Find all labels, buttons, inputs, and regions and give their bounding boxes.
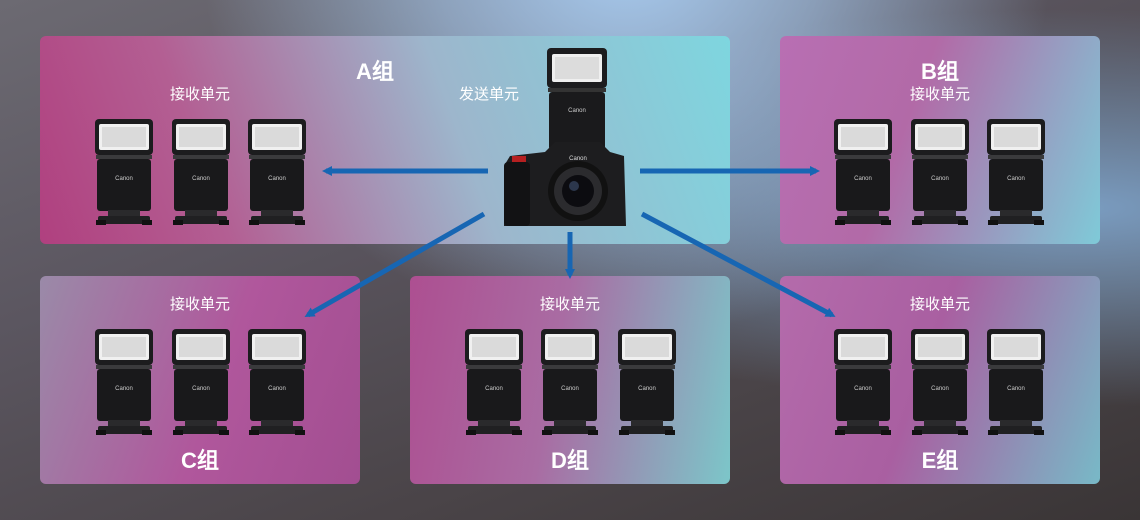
- transmitter-brand-text: Canon: [568, 108, 586, 114]
- flash-brand-text: Canon: [192, 386, 210, 392]
- flash-unit-icon: Canon: [95, 329, 153, 435]
- arrow-to-group-c: [304, 211, 486, 318]
- group-d-receiver-label: 接收单元: [539, 295, 601, 313]
- flash-unit-icon: Canon: [987, 329, 1045, 435]
- flash-unit-icon: Canon: [95, 119, 153, 225]
- flash-brand-text: Canon: [115, 176, 133, 182]
- group-d-title: D组: [551, 448, 589, 473]
- flash-unit-icon: Canon: [541, 329, 599, 435]
- group-a-receiver-label: 接收单元: [169, 85, 231, 103]
- group-e-receiver-label: 接收单元: [909, 295, 971, 313]
- flash-brand-text: Canon: [192, 176, 210, 182]
- flash-brand-text: Canon: [1007, 386, 1025, 392]
- flash-unit-icon: Canon: [465, 329, 523, 435]
- flash-unit-icon: Canon: [911, 329, 969, 435]
- camera-brand-text: Canon: [569, 156, 587, 162]
- flash-unit-icon: Canon: [834, 329, 892, 435]
- group-c-title: C组: [181, 448, 219, 473]
- group-a-title: A组: [356, 59, 394, 84]
- camera-with-transmitter-icon: Canon Canon: [504, 48, 626, 226]
- flash-brand-text: Canon: [1007, 176, 1025, 182]
- flash-brand-text: Canon: [638, 386, 656, 392]
- flash-unit-icon: Canon: [987, 119, 1045, 225]
- flash-unit-icon: Canon: [834, 119, 892, 225]
- transmitter-label: 发送单元: [458, 85, 520, 103]
- flash-unit-icon: Canon: [911, 119, 969, 225]
- flash-brand-text: Canon: [931, 386, 949, 392]
- group-e-title: E组: [921, 448, 959, 473]
- flash-unit-icon: Canon: [172, 329, 230, 435]
- flash-unit-icon: Canon: [248, 119, 306, 225]
- flash-brand-text: Canon: [561, 386, 579, 392]
- flash-brand-text: Canon: [854, 386, 872, 392]
- flash-unit-icon: Canon: [172, 119, 230, 225]
- group-b-title: B组: [921, 59, 959, 84]
- flash-brand-text: Canon: [931, 176, 949, 182]
- group-b-receiver-label: 接收单元: [909, 85, 971, 103]
- flash-brand-text: Canon: [268, 386, 286, 392]
- flash-brand-text: Canon: [115, 386, 133, 392]
- arrow-to-group-e: [640, 211, 836, 318]
- flash-unit-icon: Canon: [618, 329, 676, 435]
- flash-brand-text: Canon: [485, 386, 503, 392]
- flash-unit-icon: Canon: [248, 329, 306, 435]
- flash-brand-text: Canon: [268, 176, 286, 182]
- group-c-receiver-label: 接收单元: [169, 295, 231, 313]
- flash-brand-text: Canon: [854, 176, 872, 182]
